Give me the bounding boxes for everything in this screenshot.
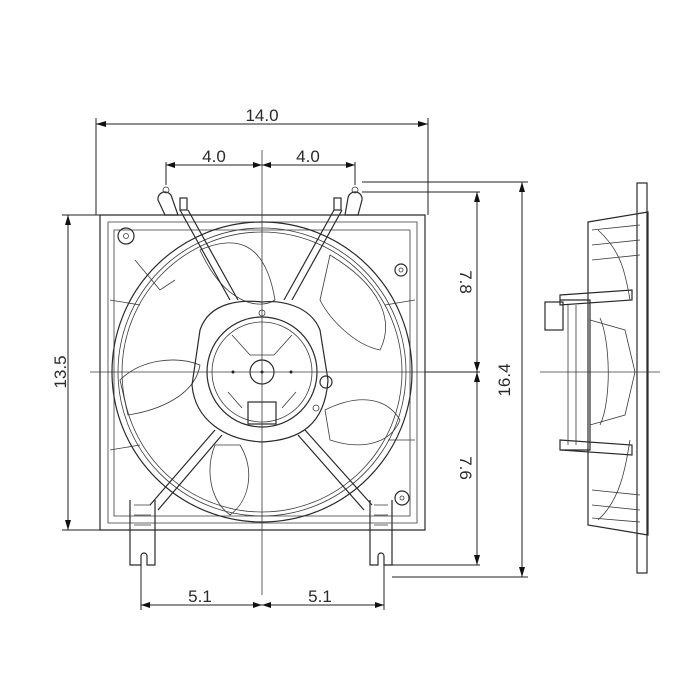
- side-mount-bracket: [636, 182, 648, 574]
- dim-overall-height: 16.4: [495, 363, 514, 396]
- shroud-frame-inner: [107, 221, 418, 524]
- dim-upper-mount-left: 4.0: [202, 147, 226, 166]
- front-view: [90, 150, 440, 595]
- dim-overall-width: 14.0: [245, 106, 278, 125]
- lower-right-mount-leg: [369, 500, 393, 566]
- upper-right-clip: [333, 197, 342, 211]
- corner-boss-bottom-right: [394, 490, 410, 506]
- side-connector: [544, 301, 564, 331]
- dimension-lines: 14.0 4.0 4.0 13.5 7.8 7.6 16.4 5.1: [51, 106, 528, 610]
- shroud-struts: [109, 209, 416, 511]
- side-view: [540, 182, 660, 574]
- dim-lower-mount-left: 5.1: [188, 587, 212, 606]
- upper-right-mount-tab: [344, 191, 363, 216]
- corner-boss-top-right: [394, 263, 408, 277]
- upper-left-clip: [179, 197, 188, 211]
- shroud-frame-outer: [99, 214, 426, 531]
- upper-left-mount-tab: [157, 191, 179, 216]
- dim-upper-mount-right: 4.0: [296, 147, 320, 166]
- dim-upper-half-height: 7.8: [456, 270, 475, 294]
- dim-lower-mount-right: 5.1: [308, 587, 332, 606]
- corner-boss-top-left: [117, 227, 135, 245]
- dim-frame-height: 13.5: [51, 355, 70, 388]
- dim-lower-half-height: 7.6: [456, 456, 475, 480]
- fan-blades: [119, 242, 401, 516]
- lower-left-mount-leg: [129, 500, 156, 566]
